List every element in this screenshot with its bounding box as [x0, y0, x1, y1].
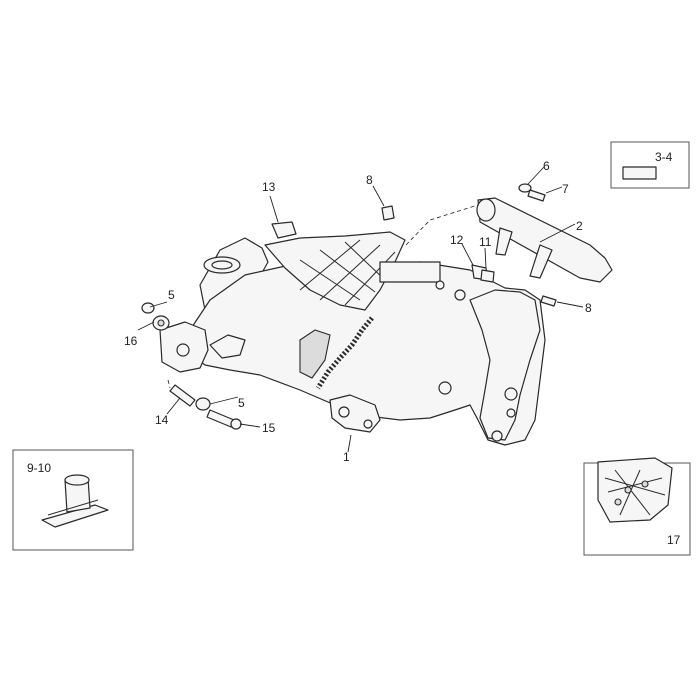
callout-labels: 1 2 3-4 5 5 6 7 8 8 9-10 11 12 13 14 15 … [27, 150, 681, 547]
callout-9-10: 9-10 [27, 461, 51, 475]
inset-box-3-4 [610, 141, 690, 189]
callout-1: 1 [343, 450, 350, 464]
callout-12: 12 [450, 233, 464, 247]
rear-subframe [476, 197, 613, 283]
callout-17: 17 [667, 533, 681, 547]
main-frame [159, 231, 546, 446]
callout-16: 16 [124, 334, 138, 348]
callout-7: 7 [562, 182, 569, 196]
callout-8-top: 8 [366, 173, 373, 187]
callout-15: 15 [262, 421, 276, 435]
leader-lines [137, 166, 584, 453]
callout-8-right: 8 [585, 301, 592, 315]
callout-11: 11 [479, 235, 492, 249]
callout-14: 14 [155, 413, 169, 427]
callout-3-4: 3-4 [655, 150, 673, 164]
hardware [141, 183, 557, 430]
callout-6: 6 [543, 159, 550, 173]
callout-5-lower: 5 [238, 396, 245, 410]
callout-2: 2 [576, 219, 583, 233]
inset-box-17 [583, 457, 691, 556]
inset-box-9-10 [12, 449, 134, 551]
callout-13: 13 [262, 180, 276, 194]
callout-5-upper: 5 [168, 288, 175, 302]
